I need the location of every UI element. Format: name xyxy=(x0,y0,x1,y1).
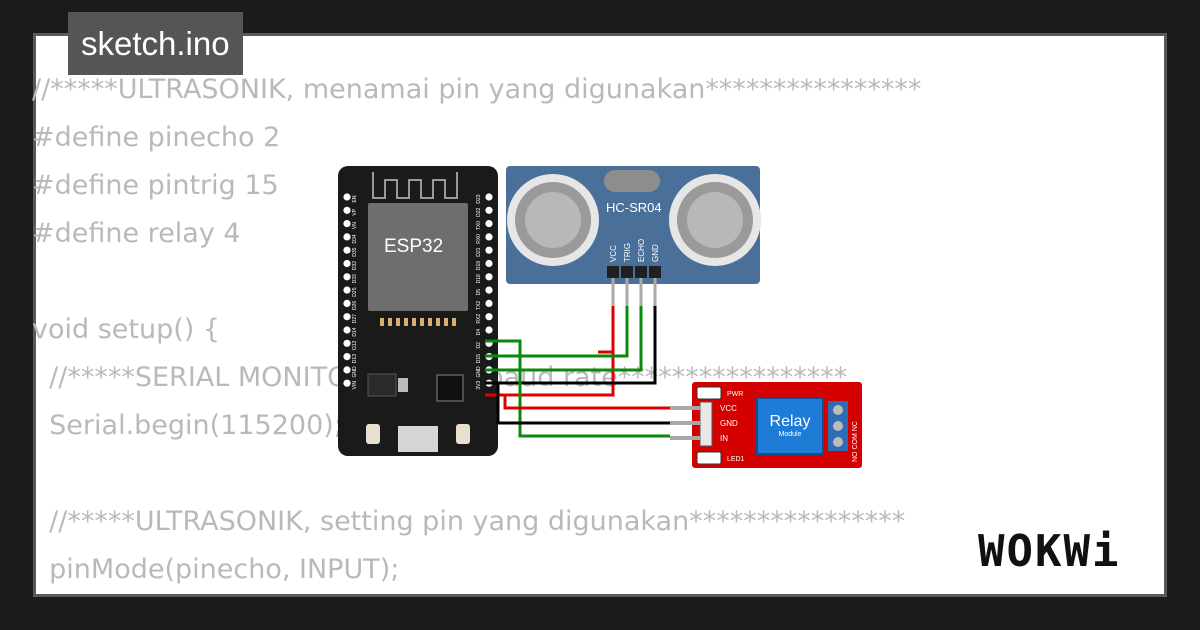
esp32-pin[interactable] xyxy=(485,193,493,201)
esp32-pin-label: RX0 xyxy=(476,234,482,244)
esp32-pin[interactable] xyxy=(485,246,493,254)
relay-pin-label: IN xyxy=(720,434,728,443)
esp32-pin-label: D25 xyxy=(352,287,358,296)
relay-contacts-label: NO COM NC xyxy=(852,421,859,462)
esp32-pin-label: D21 xyxy=(476,247,482,256)
esp32-pin[interactable] xyxy=(343,286,351,294)
relay-pwr-label: PWR xyxy=(727,391,743,398)
code-line: #define pinecho 2 xyxy=(32,122,281,153)
code-line: Serial.begin(115200); xyxy=(32,410,343,441)
relay-sublabel: Module xyxy=(779,431,802,438)
hc-sr04-sensor[interactable]: HC-SR04 VCC TRIG ECHO GND xyxy=(506,166,761,306)
esp32-pin[interactable] xyxy=(485,259,493,268)
wokwi-logo: WOKWi xyxy=(978,526,1121,577)
esp32-pin[interactable] xyxy=(485,286,493,294)
esp32-pin[interactable] xyxy=(343,353,351,361)
esp32-pin[interactable] xyxy=(343,206,351,214)
esp32-pin[interactable] xyxy=(485,273,493,281)
esp32-pin-label: GND xyxy=(476,366,482,378)
esp32-pin-label: D14 xyxy=(352,327,358,336)
esp32-pin[interactable] xyxy=(485,233,493,241)
esp32-pin[interactable] xyxy=(343,273,351,281)
esp32-pin-label: EN xyxy=(352,195,358,202)
relay-led1-label: LED1 xyxy=(727,456,745,463)
file-title-tab[interactable]: sketch.ino xyxy=(68,12,243,75)
esp32-pin[interactable] xyxy=(343,259,351,268)
wires xyxy=(485,306,670,438)
esp32-pin[interactable] xyxy=(343,339,351,347)
esp32-pin[interactable] xyxy=(343,220,351,228)
esp32-pin[interactable] xyxy=(485,326,493,334)
esp32-pin[interactable] xyxy=(343,233,351,241)
esp32-pin-label: D2 xyxy=(476,342,482,349)
esp32-pin[interactable] xyxy=(485,206,493,214)
code-line: #define pintrig 15 xyxy=(32,170,279,201)
esp32-pin[interactable] xyxy=(343,193,351,201)
code-canvas xyxy=(33,33,1167,597)
esp32-board[interactable]: ESP32 ENVPVND34D35D32D33D25D26D27D14D12D… xyxy=(338,166,498,456)
relay-label: Relay xyxy=(770,413,811,430)
esp32-pin-label: VP xyxy=(352,208,358,215)
esp32-pin[interactable] xyxy=(343,326,351,334)
esp32-pin-label: VIN xyxy=(352,381,358,390)
esp32-pin-label: D26 xyxy=(352,301,358,310)
esp32-pin-label: D27 xyxy=(352,314,358,323)
esp32-pin-label: GND xyxy=(352,366,358,378)
sensor-pin-label: TRIG xyxy=(623,243,632,262)
esp32-pin-label: D19 xyxy=(476,261,482,270)
esp32-pin-label: D15 xyxy=(476,354,482,363)
esp32-pin-label: D22 xyxy=(476,208,482,217)
esp32-pin-label: D4 xyxy=(476,329,482,336)
esp32-pin-label: D34 xyxy=(352,234,358,243)
code-editor: //*****ULTRASONIK, menamai pin yang digu… xyxy=(32,66,921,594)
code-line: //*****ULTRASONIK, setting pin yang digu… xyxy=(32,506,906,537)
esp32-pin-label: D5 xyxy=(476,289,482,296)
code-line: //*****ULTRASONIK, menamai pin yang digu… xyxy=(32,74,922,105)
esp32-pin-label: D12 xyxy=(352,341,358,350)
code-line: #define relay 4 xyxy=(32,218,241,249)
relay-pin-label: VCC xyxy=(720,404,737,413)
esp32-pin-label: VN xyxy=(352,222,358,229)
esp32-pin-label: D18 xyxy=(476,274,482,283)
esp32-label: ESP32 xyxy=(384,236,443,257)
esp32-pin-label: RX2 xyxy=(476,314,482,324)
code-line: pinMode(pinecho, INPUT); xyxy=(32,554,400,585)
esp32-pin[interactable] xyxy=(343,313,351,321)
sensor-pin-label: GND xyxy=(651,244,660,262)
esp32-pin-label: TX2 xyxy=(476,301,482,310)
esp32-pin-label: 3V3 xyxy=(476,381,482,390)
esp32-pin-label: D32 xyxy=(352,261,358,270)
esp32-pin[interactable] xyxy=(343,246,351,254)
relay-module[interactable]: PWR LED1 VCC GND IN Relay Module NO COM … xyxy=(670,382,862,468)
esp32-pin[interactable] xyxy=(485,313,493,321)
esp32-pin[interactable] xyxy=(343,366,351,374)
esp32-pin-label: D13 xyxy=(352,354,358,363)
esp32-pin[interactable] xyxy=(485,299,493,307)
esp32-pin-label: D23 xyxy=(476,194,482,203)
esp32-pin-label: D35 xyxy=(352,247,358,256)
esp32-pin[interactable] xyxy=(343,299,351,307)
relay-pin-label: GND xyxy=(720,419,738,428)
sensor-label: HC-SR04 xyxy=(606,200,662,215)
esp32-pin[interactable] xyxy=(485,220,493,228)
esp32-pin[interactable] xyxy=(343,379,351,387)
sensor-pin-label: VCC xyxy=(609,245,618,262)
esp32-pin-label: TX0 xyxy=(476,221,482,230)
esp32-pin-label: D33 xyxy=(352,274,358,283)
sensor-pin-label: ECHO xyxy=(637,239,646,262)
code-line: void setup() { xyxy=(32,314,221,345)
